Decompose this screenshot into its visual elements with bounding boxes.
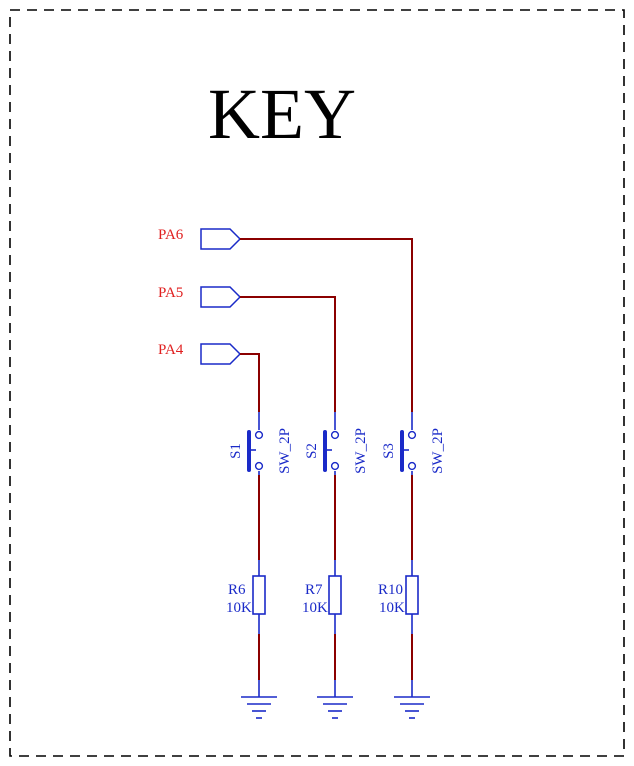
port-label-pa5: PA5 [158, 285, 183, 301]
resistor-value-r6: 10K [226, 600, 252, 616]
resistor-value-r7: 10K [302, 600, 328, 616]
resistor-r7: R7 10K [302, 560, 342, 634]
port-pa4-symbol [200, 343, 242, 365]
switch-ref-s1: S1 [228, 443, 244, 459]
port-pa4: PA4 [158, 342, 242, 365]
ground-symbol-2 [317, 680, 353, 719]
resistor-value-r10: 10K [379, 600, 405, 616]
switch-value-s2: SW_2P [353, 428, 369, 474]
resistor-r6: R6 10K [226, 560, 266, 634]
port-pa5-symbol [200, 286, 242, 308]
ground-symbol-1 [241, 680, 277, 719]
switch-value-s1: SW_2P [277, 428, 293, 474]
port-pa5: PA5 [158, 285, 242, 308]
switch-value-s3: SW_2P [430, 428, 446, 474]
switch-s3: S3 SW_2P [381, 412, 446, 475]
resistor-ref-r10: R10 [378, 582, 403, 598]
sheet-title: KEY [208, 74, 356, 154]
sheet-border [9, 9, 625, 757]
port-label-pa6: PA6 [158, 227, 184, 243]
wire-pa6 [240, 238, 413, 412]
ground-symbol-3 [394, 680, 430, 719]
port-label-pa4: PA4 [158, 342, 184, 358]
wire-pa4 [240, 353, 260, 412]
port-pa6: PA6 [158, 227, 242, 250]
switch-ref-s3: S3 [381, 443, 397, 459]
switch-s2: S2 SW_2P [304, 412, 369, 475]
switch-s1: S1 SW_2P [228, 412, 293, 475]
port-pa6-symbol [200, 228, 242, 250]
resistor-ref-r7: R7 [305, 582, 323, 598]
resistor-ref-r6: R6 [228, 582, 246, 598]
resistor-r10: R10 10K [378, 560, 419, 634]
switch-ref-s2: S2 [304, 443, 320, 459]
wire-pa5 [240, 296, 336, 412]
